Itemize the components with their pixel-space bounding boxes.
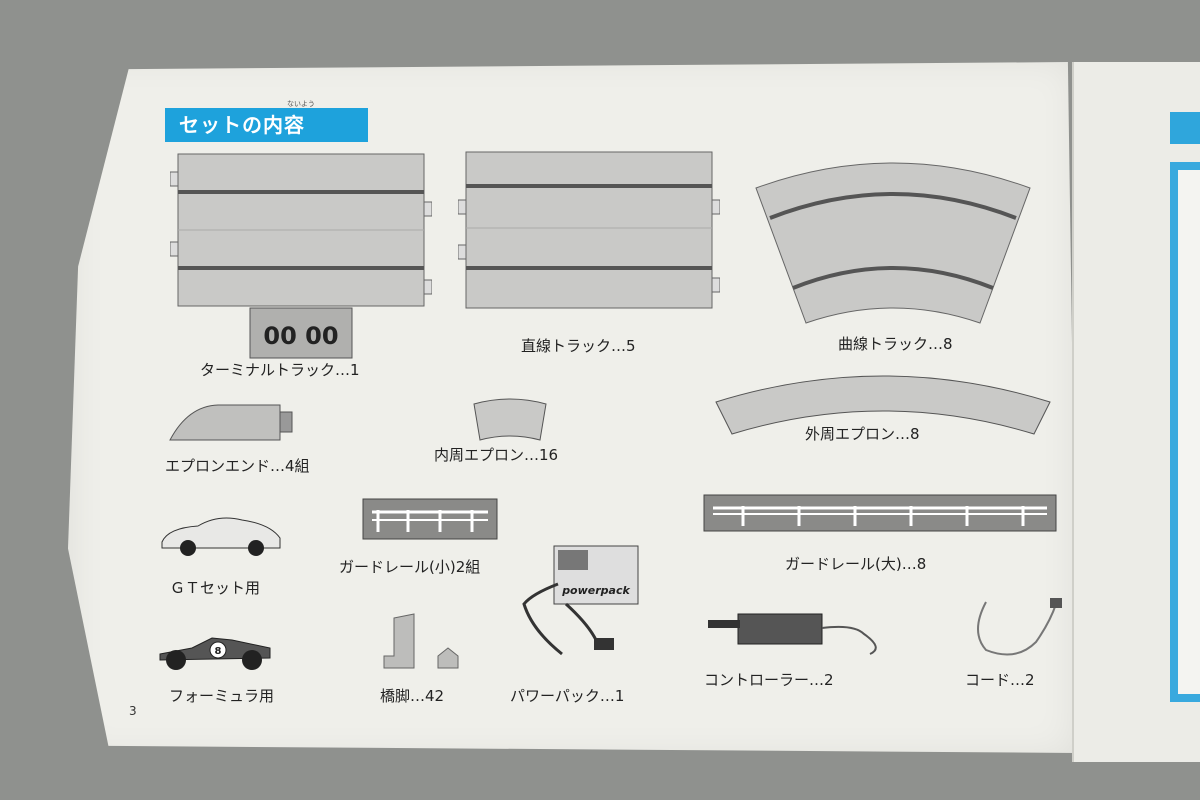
powerpack-brand-text: powerpack: [561, 584, 630, 597]
formula-car-illustration: 8: [159, 637, 271, 670]
item-label-outer-apron: 外周エプロン…8: [805, 425, 920, 443]
powerpack-illustration: powerpack: [522, 545, 639, 656]
bridge-pier-illustration: [383, 613, 459, 669]
item-label-bridge-pier: 橋脚…42: [380, 687, 445, 705]
curved-track-illustration: [755, 162, 1031, 324]
terminal-track-illustration: 00 00: [170, 153, 432, 359]
terminal-meter-digits: 00 00: [263, 322, 338, 350]
item-label-cord: コード…2: [965, 671, 1035, 689]
right-page-frame: [1170, 162, 1200, 702]
guardrail-large-illustration: [703, 494, 1057, 532]
inner-apron-illustration: [473, 398, 547, 441]
cord-illustration: [977, 598, 1062, 656]
guardrail-small-illustration: [362, 498, 498, 540]
item-label-curved-track: 曲線トラック…8: [838, 335, 953, 353]
item-label-powerpack: パワーパック…1: [510, 687, 625, 705]
section-heading: セットの内容: [165, 108, 368, 142]
apron-end-illustration: [169, 404, 293, 441]
item-label-guardrail-large: ガードレール(大)…8: [785, 555, 927, 573]
straight-track-illustration: [458, 151, 720, 309]
item-label-terminal-track: ターミナルトラック…1: [200, 361, 360, 379]
item-label-straight-track: 直線トラック…5: [521, 337, 636, 355]
item-label-guardrail-small: ガードレール(小)2組: [339, 558, 481, 576]
gt-car-illustration: [161, 517, 281, 556]
item-label-controller: コントローラー…2: [704, 671, 834, 689]
item-label-inner-apron: 内周エプロン…16: [434, 446, 559, 464]
heading-furigana: ないよう: [287, 100, 315, 108]
page-number: 3: [129, 704, 137, 718]
item-label-apron-end: エプロンエンド…4組: [165, 457, 310, 475]
formula-car-number: 8: [215, 646, 222, 657]
controller-illustration: [708, 613, 877, 655]
item-label-formula: フォーミュラ用: [169, 687, 275, 705]
outer-apron-illustration: [715, 375, 1051, 435]
item-label-gt-set: ＧＴセット用: [170, 579, 261, 597]
right-page-heading-bar: [1170, 112, 1200, 144]
